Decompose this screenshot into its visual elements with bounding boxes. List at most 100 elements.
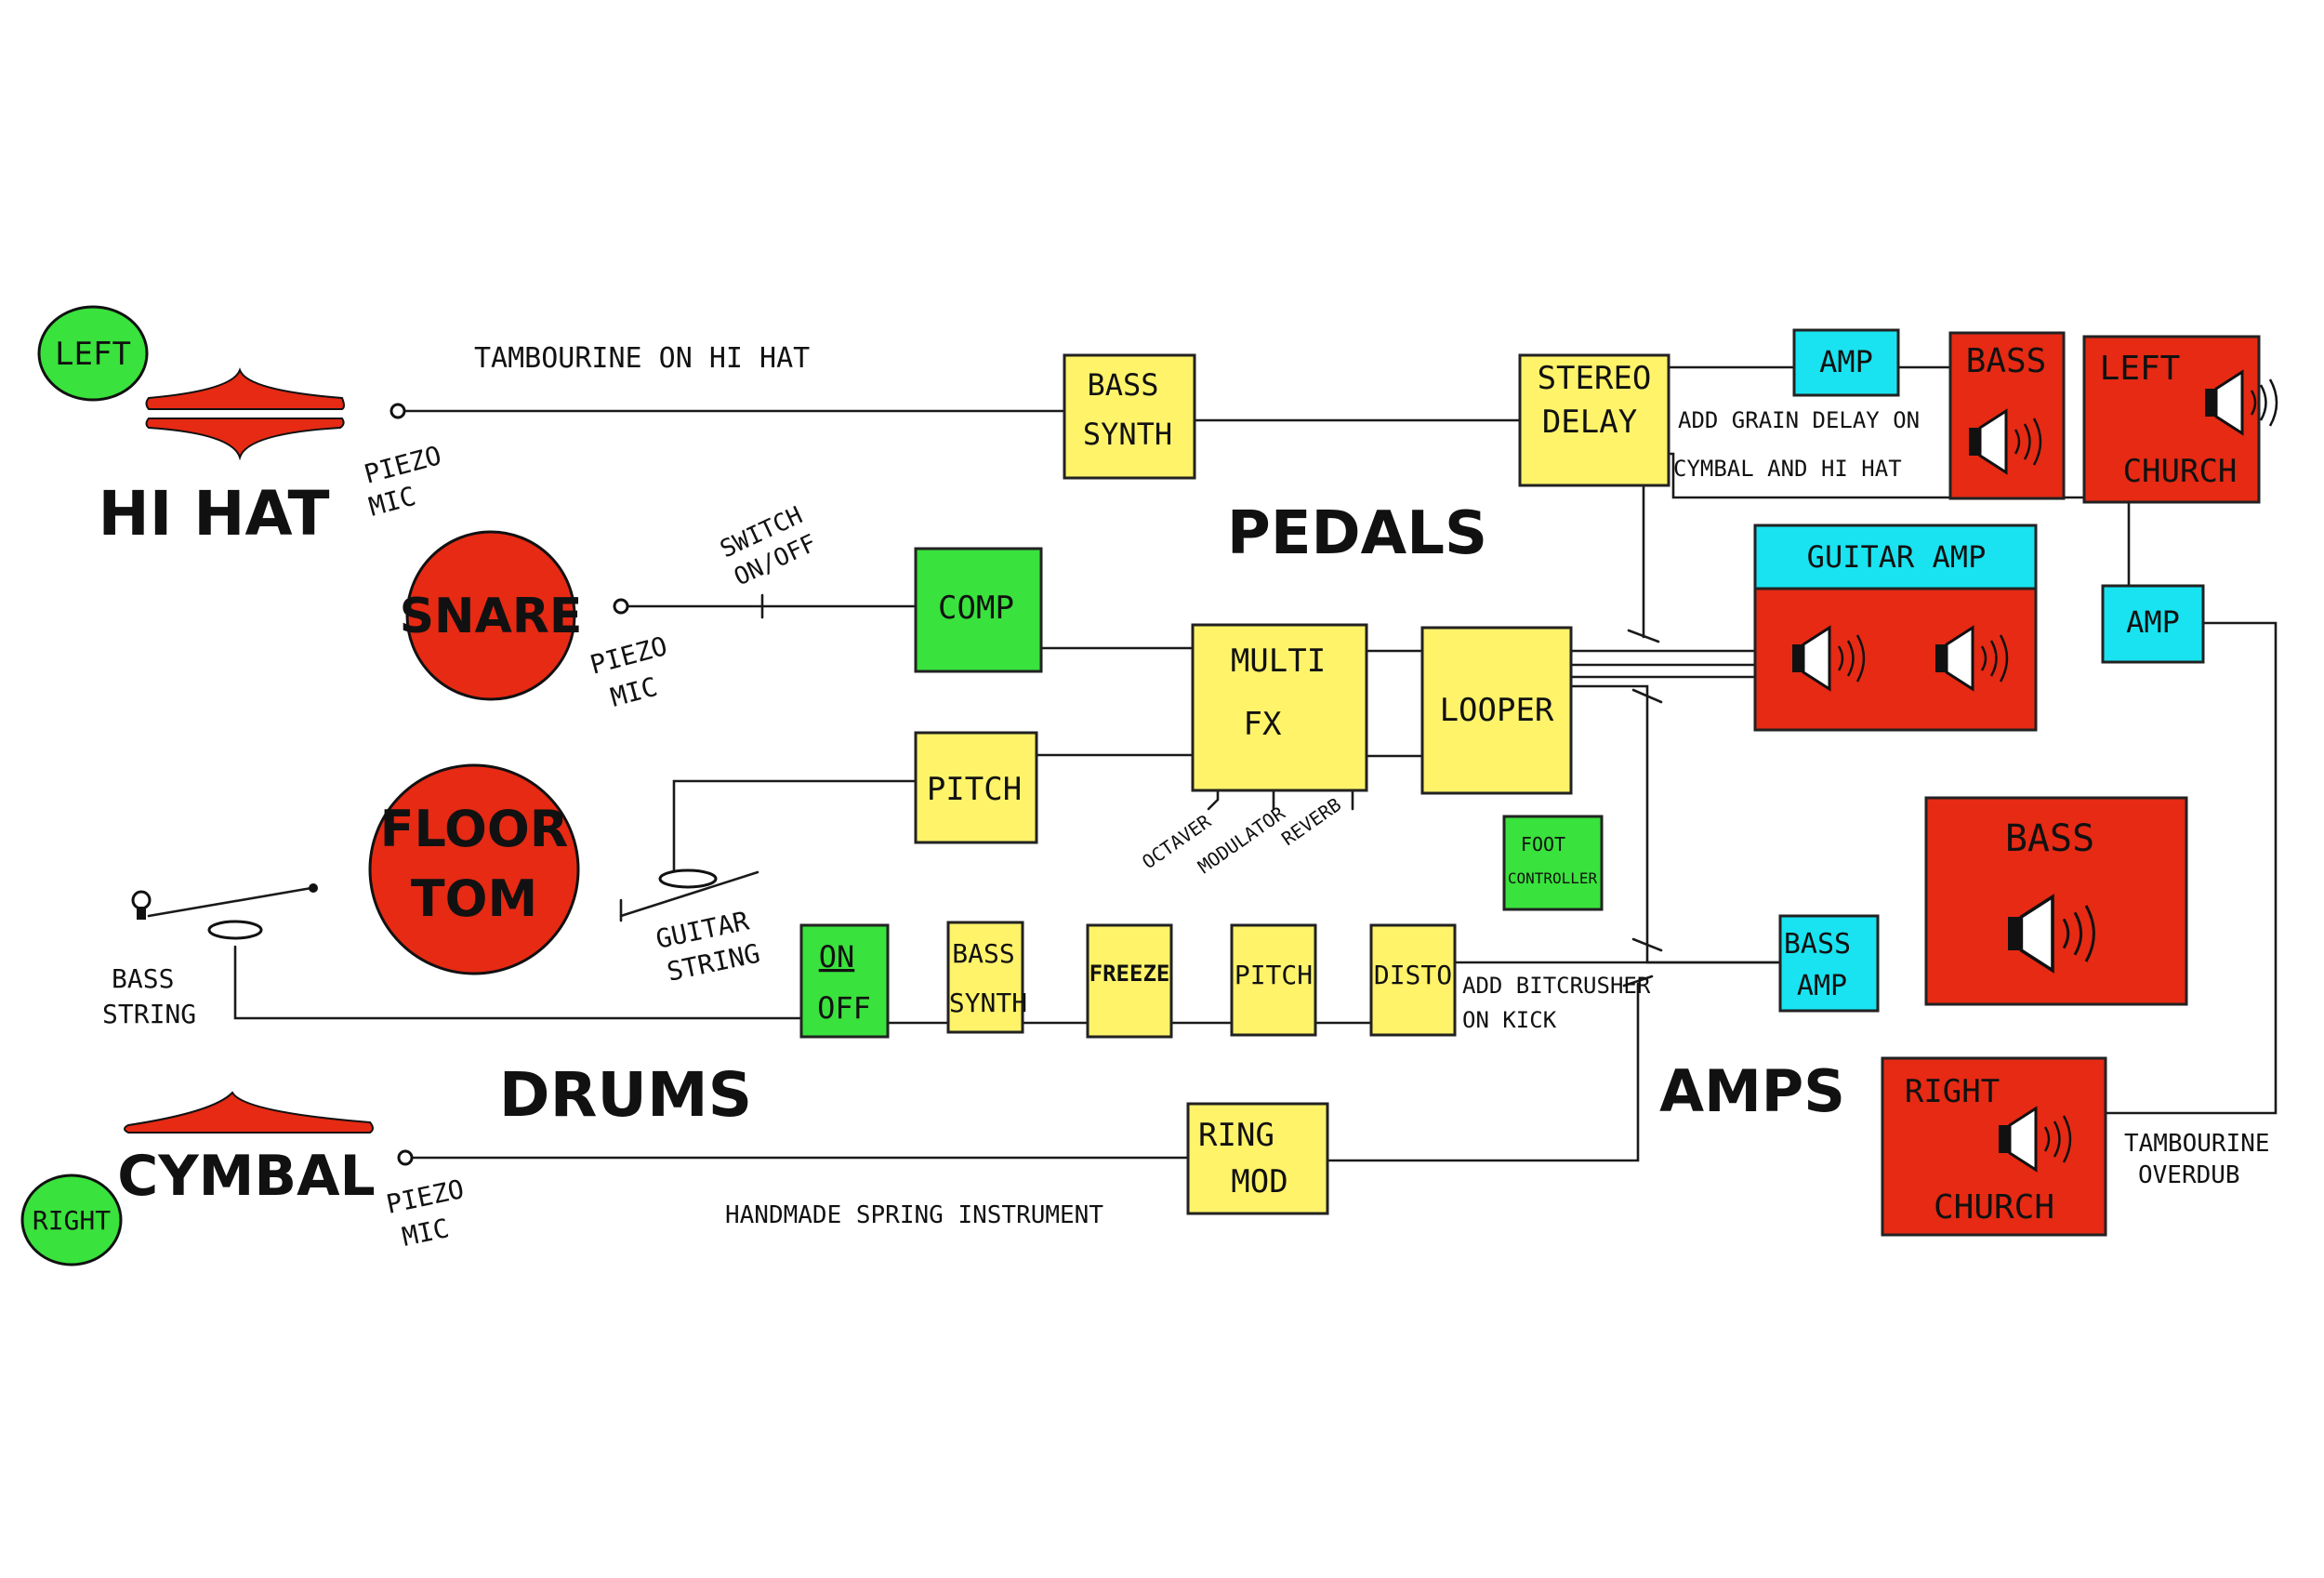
bass-amp-label-2: AMP (1797, 970, 1847, 1002)
guitar-amp[interactable]: GUITAR AMP (1753, 524, 2038, 732)
disto-label: DISTO (1374, 960, 1452, 990)
bass-synth-bottom-label-1: BASS (952, 938, 1014, 969)
wire-delay-amp-right (1667, 452, 2131, 595)
guitar-amp-label: GUITAR AMP (1807, 539, 1987, 575)
hihat-icon (145, 367, 345, 461)
foot-controller-label-1: FOOT (1521, 833, 1565, 855)
disto-pedal[interactable]: DISTO (1369, 923, 1457, 1037)
tuning-peg-icon (131, 890, 152, 920)
section-drums-title: DRUMS (499, 1059, 752, 1131)
ring-mod-label-1: RING (1198, 1117, 1274, 1154)
pitch-bottom-label: PITCH (1235, 960, 1313, 990)
piezo-mic-cymbal-label-2: MIC (400, 1213, 452, 1253)
right-church-label-1: RIGHT (1905, 1073, 2000, 1110)
ring-mod-pedal[interactable]: RING MOD (1186, 1102, 1329, 1215)
speaker-icon (2205, 369, 2278, 436)
on-off-label-2: OFF (817, 990, 871, 1026)
guitar-string-pickup (658, 869, 718, 889)
snare-label: SNARE (400, 589, 583, 644)
cymbal-icon (124, 1091, 374, 1134)
freeze-label: FREEZE (1089, 961, 1170, 987)
stereo-delay-label-1: STEREO (1538, 360, 1652, 397)
floor-tom-label-2: TOM (411, 869, 537, 928)
pedals-section: PEDALS BASS SYNTH STEREO DELAY COMP MULT… (799, 353, 1670, 1215)
wires (147, 365, 2278, 1162)
hihat-label: HI HAT (99, 478, 330, 550)
speaker-icon (1999, 1106, 2072, 1173)
left-church-cab[interactable]: LEFT CHURCH (2082, 335, 2261, 504)
reverb-label: REVERB (1277, 793, 1345, 850)
bass-synth-top-label-2: SYNTH (1083, 417, 1172, 452)
foot-controller[interactable]: FOOT CONTROLLER (1502, 815, 1604, 911)
bass-synth-pedal-bottom[interactable]: BASS SYNTH (946, 921, 1027, 1034)
speaker-icon (1969, 408, 2042, 475)
wire-amp-right-church (2104, 621, 2278, 1115)
bitcrusher-label-1: ADD BITCRUSHER (1462, 973, 1651, 999)
amp-right-label: AMP (2126, 604, 2180, 640)
bass-string-end (309, 883, 318, 893)
left-church-label-2: CHURCH (2123, 453, 2238, 490)
speaker-icon (1792, 625, 1866, 692)
tambourine-hihat-label: TAMBOURINE ON HI HAT (474, 342, 810, 375)
pitch-pedal-bottom[interactable]: PITCH (1230, 923, 1317, 1037)
wire-octaver-leader (1207, 787, 1220, 811)
bass-amp[interactable]: BASS AMP (1778, 914, 1880, 1013)
speaker-icon (1935, 625, 2009, 692)
pitch-top-label: PITCH (927, 771, 1022, 808)
floor-tom-label-1: FLOOR (380, 800, 569, 858)
comp-label: COMP (938, 590, 1014, 627)
bass-amp-label-1: BASS (1784, 928, 1851, 961)
bass-synth-bottom-label-2: SYNTH (949, 988, 1027, 1018)
piezo-mic-cymbal-head (397, 1149, 414, 1166)
left-church-label-1: LEFT (2100, 350, 2181, 388)
freeze-pedal[interactable]: FREEZE (1086, 923, 1173, 1039)
wire-slash-4 (1622, 975, 1654, 988)
drums-section: LEFT HI HAT SNARE FLOOR TOM CYMBAL RIGHT (20, 305, 583, 1266)
annotation-labels: PIEZO MIC TAMBOURINE ON HI HAT SWITCH ON… (102, 342, 2270, 1253)
speaker-icon (2008, 894, 2095, 974)
comp-pedal[interactable]: COMP (914, 547, 1043, 673)
wire-slash-1 (1627, 629, 1660, 643)
section-pedals-title: PEDALS (1227, 499, 1487, 568)
mic-heads (131, 403, 718, 1166)
bass-synth-top-label-1: BASS (1087, 367, 1158, 403)
section-amps-title: AMPS (1659, 1057, 1845, 1125)
ring-mod-label-2: MOD (1231, 1163, 1287, 1200)
on-off-label-1: ON (819, 939, 855, 975)
bass-string-label-1: BASS (112, 963, 174, 994)
amps-section: AMP AMP BASS AMP GUITAR AMP BASS LEFT CH… (1753, 328, 2278, 1237)
modulator-label: MODULATOR (1194, 802, 1289, 878)
bass-cab-big[interactable]: BASS (1924, 796, 2188, 1006)
amp-right[interactable]: AMP (2101, 584, 2205, 664)
grain-delay-label-1: ADD GRAIN DELAY ON (1678, 407, 1920, 433)
pitch-pedal-top[interactable]: PITCH (914, 731, 1038, 844)
tambourine-overdub-label-1: TAMBOURINE (2124, 1130, 2270, 1158)
snare-drum (405, 530, 576, 701)
looper-pedal[interactable]: LOOPER (1420, 626, 1573, 795)
piezo-mic-snare-label-1: PIEZO (587, 630, 670, 681)
bass-synth-pedal-top[interactable]: BASS SYNTH (1063, 353, 1196, 480)
right-badge-label: RIGHT (33, 1205, 111, 1236)
multi-fx-pedal[interactable]: MULTI FX (1191, 623, 1368, 792)
handmade-spring-label: HANDMADE SPRING INSTRUMENT (725, 1201, 1103, 1229)
piezo-mic-hihat-head (390, 403, 406, 419)
left-channel-badge (37, 305, 149, 402)
wire-slash-3 (1631, 937, 1663, 952)
amp-top[interactable]: AMP (1792, 328, 1900, 397)
wire-slash-2 (1631, 688, 1663, 704)
wire-bass-string-chain (233, 945, 803, 1020)
multi-fx-label-2: FX (1244, 706, 1282, 743)
tambourine-overdub-label-2: OVERDUB (2138, 1161, 2240, 1189)
looper-label: LOOPER (1440, 692, 1554, 729)
stereo-delay-label-2: DELAY (1542, 404, 1637, 441)
wire-guitar-string-pitch (672, 779, 918, 874)
left-badge-label: LEFT (55, 336, 131, 373)
foot-controller-label-2: CONTROLLER (1508, 869, 1598, 887)
on-off-switch[interactable]: ON OFF (799, 923, 890, 1039)
right-church-cab[interactable]: RIGHT CHURCH (1881, 1056, 2107, 1237)
right-church-label-2: CHURCH (1934, 1188, 2054, 1227)
stereo-delay-pedal[interactable]: STEREO DELAY (1518, 353, 1670, 487)
cymbal-label: CYMBAL (117, 1144, 376, 1209)
floor-tom-drum (368, 763, 580, 975)
wire-ringmod-up (1326, 982, 1640, 1162)
